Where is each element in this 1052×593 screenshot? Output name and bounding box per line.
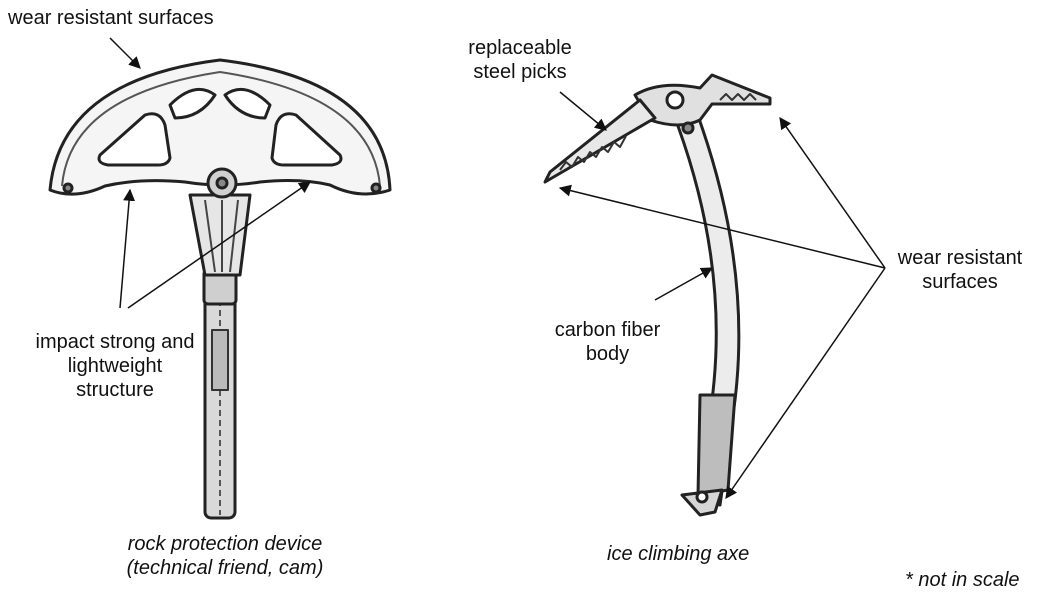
arrow-cam-wear: [110, 38, 140, 68]
arrow-axe-body: [655, 268, 712, 300]
label-cam-wear-surfaces: wear resistant surfaces: [8, 6, 214, 30]
axe-illustration: [545, 75, 770, 515]
arrow-axe-picks: [560, 92, 606, 130]
label-axe-picks: replaceable steel picks: [445, 36, 595, 84]
label-axe-body-line1: carbon fiber: [535, 318, 680, 342]
axe-pick: [545, 100, 655, 182]
label-cam-impact-line3: structure: [8, 378, 222, 402]
cam-illustration: [50, 60, 390, 518]
label-axe-picks-line2: steel picks: [445, 60, 595, 84]
label-axe-wear: wear resistant surfaces: [880, 246, 1040, 294]
label-cam-impact-line2: lightweight: [8, 354, 222, 378]
label-axe-wear-line2: surfaces: [880, 270, 1040, 294]
caption-cam-line1: rock protection device: [95, 532, 355, 556]
label-axe-picks-line1: replaceable: [445, 36, 595, 60]
arrow-cam-impact-left: [120, 190, 130, 308]
caption-axe: ice climbing axe: [607, 542, 749, 566]
label-cam-impact-line1: impact strong and: [8, 330, 222, 354]
axe-grip: [698, 395, 735, 495]
caption-cam-line2: (technical friend, cam): [95, 556, 355, 580]
label-axe-wear-line1: wear resistant: [880, 246, 1040, 270]
caption-cam: rock protection device (technical friend…: [95, 532, 355, 580]
label-axe-body-line2: body: [535, 342, 680, 366]
label-cam-impact: impact strong and lightweight structure: [8, 330, 222, 402]
cam-body: [190, 195, 250, 275]
label-axe-body: carbon fiber body: [535, 318, 680, 366]
arrow-axe-wear-spike: [726, 268, 885, 498]
scale-note: * not in scale: [905, 568, 1020, 592]
